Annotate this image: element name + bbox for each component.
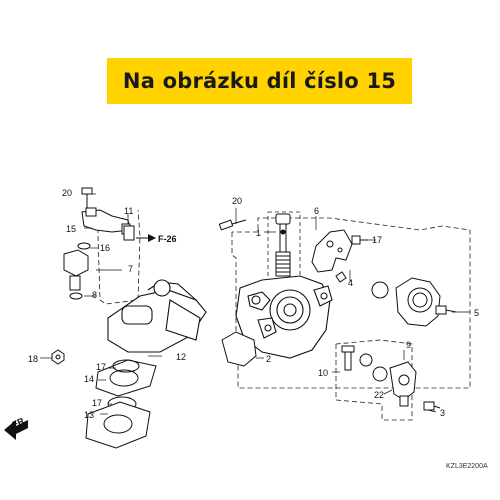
- group-outline-sensor: [335, 339, 413, 421]
- callout-17-upper: 17: [96, 362, 106, 372]
- callout-22: 22: [374, 390, 384, 400]
- callout-6: 6: [314, 206, 319, 216]
- callout-1: 1: [256, 228, 261, 238]
- callout-11: 11: [124, 206, 133, 216]
- leader-lines: [40, 193, 470, 415]
- callout-9: 9: [406, 340, 411, 350]
- callout-7: 7: [128, 264, 133, 274]
- callout-16: 16: [100, 243, 110, 253]
- callout-8: 8: [92, 290, 97, 300]
- group-outline-main: [231, 217, 471, 389]
- callout-19: 18: [28, 354, 38, 364]
- part-10-screw: [341, 345, 355, 371]
- part-19-nut: [51, 349, 65, 365]
- part-4-spring: [335, 271, 347, 283]
- group-outline-injector: [97, 209, 141, 305]
- reference-arrow: [136, 234, 156, 242]
- throttle-body: [235, 275, 333, 359]
- callout-4: 4: [348, 278, 353, 288]
- callout-20: 20: [62, 188, 72, 198]
- callout-14: 14: [84, 374, 94, 384]
- part-6-bracket: [311, 229, 353, 273]
- part-14-insulator: [95, 359, 157, 397]
- intake-manifold: [107, 279, 207, 353]
- callout-18: 17: [372, 235, 382, 245]
- front-arrow-icon: [4, 420, 28, 440]
- part-9-sensor: [359, 353, 441, 411]
- callout-5: 5: [474, 308, 479, 318]
- callout-21: 20: [232, 196, 242, 206]
- part-15-fuel-pipe: [81, 207, 131, 235]
- part-13-gasket: [85, 401, 151, 449]
- part-number-banner: Na obrázku díl číslo 15: [107, 58, 412, 104]
- reference-label: F-26: [158, 234, 177, 244]
- callout-15: 15: [66, 224, 76, 234]
- part-8-seal: [69, 292, 83, 300]
- callout-13: 13: [84, 410, 94, 420]
- part-20-bolt: [81, 187, 93, 208]
- part-2-gasket: [221, 331, 257, 367]
- callout-12: 12: [176, 352, 186, 362]
- callout-10: 10: [318, 368, 328, 378]
- part-16-o-ring: [77, 242, 91, 250]
- part-5-actuator: [371, 277, 457, 327]
- callout-3: 3: [440, 408, 445, 418]
- callout-17-lower: 17: [92, 398, 102, 408]
- callout-2: 2: [266, 354, 271, 364]
- part-7-injector: [63, 249, 89, 291]
- diagram-code: KZL3E2200A: [446, 463, 488, 470]
- part-1-adjuster: [275, 213, 291, 277]
- banner-text: Na obrázku díl číslo 15: [122, 69, 397, 93]
- part-21-screw: [218, 219, 247, 231]
- part-11-clip: [123, 225, 135, 241]
